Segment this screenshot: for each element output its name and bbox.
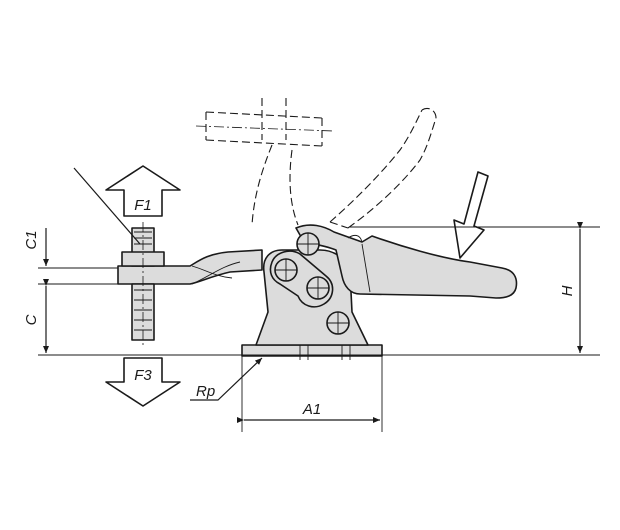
- dimension-h: H: [559, 222, 583, 353]
- label-f1: F1: [134, 197, 152, 214]
- radius-callout-rd: Rp: [190, 357, 263, 401]
- dimension-a1: A1: [237, 401, 380, 423]
- extension-lines: [38, 226, 600, 432]
- dimension-c1: C1: [23, 228, 49, 266]
- label-f3: F3: [134, 367, 152, 384]
- force-arrow-f3: F3: [105, 357, 181, 407]
- label-a1: A1: [302, 401, 321, 418]
- operating-force-arrow: [453, 171, 489, 259]
- clamp-arm: [117, 249, 263, 285]
- force-arrow-f1: F1: [105, 165, 181, 217]
- spindle: [121, 222, 165, 346]
- label-rd: Rp: [196, 383, 215, 400]
- dimension-c: C: [23, 279, 49, 353]
- spindle-leader-line: [73, 167, 141, 245]
- handle: [295, 224, 518, 299]
- open-position-phantom: [195, 98, 437, 229]
- pivot-pins: [274, 232, 350, 335]
- label-c: C: [23, 314, 40, 325]
- label-c1: C1: [23, 230, 40, 249]
- label-h: H: [559, 285, 576, 296]
- base-plate: [241, 344, 383, 360]
